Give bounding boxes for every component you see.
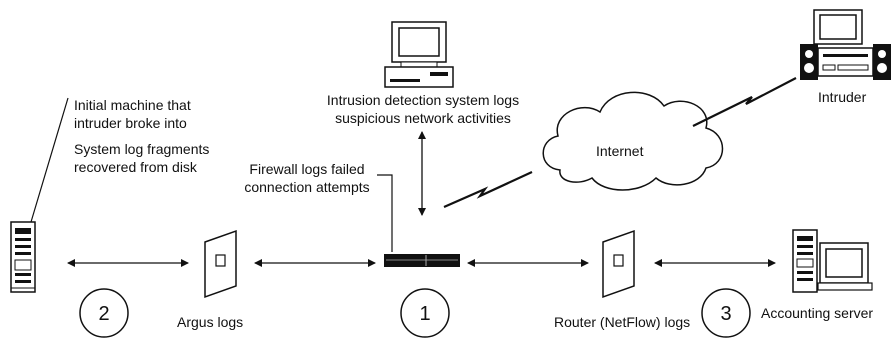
argus-label: Argus logs [177,314,244,330]
router-label: Router (NetFlow) logs [554,314,691,330]
intruder-label: Intruder [818,89,867,105]
marker-2: 2 [79,288,129,338]
firewall-pointer [377,174,393,252]
syslog-line1: System log fragments [74,141,210,157]
argus-sensor-icon [204,229,237,299]
marker-1-label: 1 [419,303,430,325]
marker-1: 1 [400,288,450,338]
syslog-label: System log fragments recovered from disk [74,140,209,176]
accounting-workstation-icon [792,229,873,293]
firewall-line1: Firewall logs failed [249,161,365,177]
marker-3: 3 [701,288,751,338]
syslog-line2: recovered from disk [74,159,197,175]
firewall-line2: connection attempts [244,179,370,195]
marker-3-label: 3 [720,303,731,325]
ids-label: Intrusion detection system logs suspicio… [308,91,538,127]
ids-line1: Intrusion detection system logs [326,92,520,108]
initial-machine-pointer [30,97,69,223]
firewall-icon [384,254,460,267]
server-tower-icon [10,221,36,293]
firewall-label: Firewall logs failed connection attempts [232,160,382,196]
ids-workstation-icon [384,21,454,88]
lightning-link-icon [692,77,797,127]
initial-machine-label: Initial machine that intruder broke into [74,96,191,132]
lightning-link-icon [443,171,533,209]
accounting-label: Accounting server [761,305,874,321]
marker-2-label: 2 [98,303,109,325]
internet-cloud-icon [542,91,724,191]
initial-machine-line2: intruder broke into [74,115,187,131]
intruder-workstation-icon [800,9,891,80]
router-sensor-icon [602,229,635,299]
initial-machine-line1: Initial machine that [74,97,191,113]
internet-label: Internet [596,143,644,159]
ids-line2: suspicious network activities [335,110,511,126]
